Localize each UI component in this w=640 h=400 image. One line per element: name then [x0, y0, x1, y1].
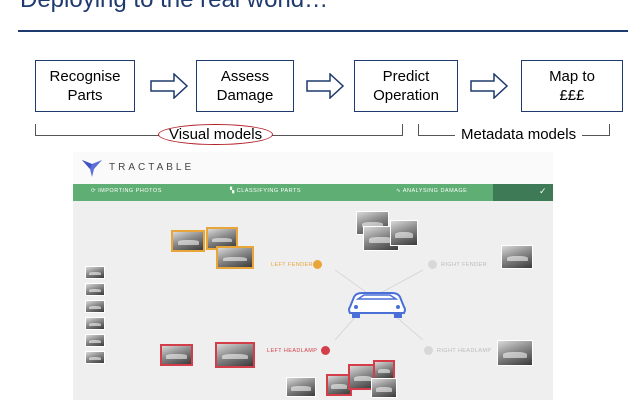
spoke-lines: [334, 269, 424, 341]
check-icon: ✓: [539, 186, 547, 196]
photo-thumbnail[interactable]: [85, 317, 105, 330]
progress-complete: [493, 184, 553, 201]
arrow-icon: [470, 73, 508, 99]
left-headlamp-photo[interactable]: [160, 344, 193, 366]
part-photo[interactable]: [373, 360, 395, 380]
part-photo[interactable]: [371, 378, 397, 398]
photo-thumbnail[interactable]: [85, 300, 105, 313]
step-recognise-parts: Recognise Parts: [35, 60, 135, 112]
app-header: TRACTABLE: [73, 152, 553, 184]
photo-thumbnail[interactable]: [85, 334, 105, 347]
step-assess-damage: Assess Damage: [196, 60, 294, 112]
photo-thumbnail[interactable]: [85, 351, 105, 364]
part-label-left-fender: LEFT FENDER: [271, 262, 313, 268]
alert-icon: [321, 346, 330, 355]
car-diagram-icon: [348, 292, 406, 318]
refresh-icon: ⟳: [91, 188, 99, 194]
photo-thumbnail[interactable]: [85, 283, 105, 296]
photo-thumbnail[interactable]: [85, 266, 105, 279]
wrench-icon: [313, 260, 322, 269]
progress-step-classifying: ▚ CLASSIFYING PARTS: [230, 188, 301, 194]
slide-title: Deploying to the real world…: [20, 0, 328, 14]
left-headlamp-photo[interactable]: [215, 342, 255, 368]
check-circle-icon: [428, 260, 437, 269]
tractable-logo-icon: [82, 160, 102, 177]
left-fender-photo[interactable]: [171, 230, 205, 252]
tractable-app-screenshot: TRACTABLE ⟳ IMPORTING PHOTOS ▚ CLASSIFYI…: [73, 152, 553, 400]
step-label: Recognise Parts: [49, 68, 121, 104]
visual-models-label: Visual models: [158, 124, 274, 145]
progress-step-importing: ⟳ IMPORTING PHOTOS: [91, 188, 162, 194]
title-divider: [18, 30, 628, 32]
pulse-icon: ∿: [396, 188, 403, 194]
left-fender-photo[interactable]: [216, 246, 254, 269]
arrow-icon: [150, 73, 188, 99]
progress-bar: ⟳ IMPORTING PHOTOS ▚ CLASSIFYING PARTS ∿…: [73, 184, 553, 201]
right-fender-photo[interactable]: [501, 245, 533, 269]
arrow-icon: [306, 73, 344, 99]
step-label: Assess Damage: [216, 68, 274, 104]
part-label-right-headlamp: RIGHT HEADLAMP: [437, 348, 492, 354]
step-label: Predict Operation: [373, 68, 439, 104]
part-photo[interactable]: [390, 220, 418, 246]
check-circle-icon: [424, 346, 433, 355]
brand-name: TRACTABLE: [109, 162, 195, 173]
grid-icon: ▚: [230, 188, 237, 194]
step-map-to-cost: Map to £££: [521, 60, 623, 112]
step-label: Map to £££: [549, 68, 595, 104]
part-label-left-headlamp: LEFT HEADLAMP: [267, 348, 318, 354]
part-label-right-fender: RIGHT FENDER: [441, 262, 487, 268]
progress-step-analysing: ∿ ANALYSING DAMAGE: [396, 188, 468, 194]
step-predict-operation: Predict Operation: [354, 60, 458, 112]
right-headlamp-photo[interactable]: [497, 340, 533, 366]
metadata-models-label: Metadata models: [455, 126, 583, 143]
part-photo[interactable]: [286, 377, 316, 397]
